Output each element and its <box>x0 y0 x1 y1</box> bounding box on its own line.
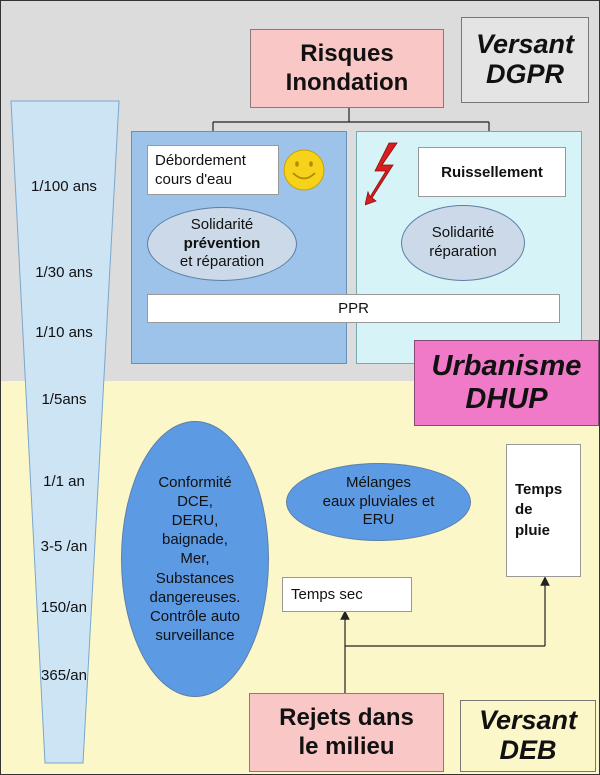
freq-label: 1/1 an <box>43 473 85 490</box>
ruissellement-box: Ruissellement <box>418 147 566 197</box>
prevention-label: prévention <box>183 234 261 252</box>
freq-label: 1/100 ans <box>31 178 97 195</box>
conformite-ellipse: Conformité DCE, DERU, baignade, Mer, Sub… <box>121 421 269 697</box>
freq-label: 1/10 ans <box>35 324 93 341</box>
freq-label: 365/an <box>41 667 87 684</box>
risques-inondation-title: Risques Inondation <box>250 29 444 108</box>
melanges-ellipse: Mélanges eaux pluviales et ERU <box>286 463 471 541</box>
reparation-label: et réparation <box>179 253 265 271</box>
solidarite-label: Solidarité <box>190 215 254 233</box>
temps-pluie-box: Temps de pluie <box>506 444 581 577</box>
lightning-icon <box>365 142 398 206</box>
versant-deb-label: Versant DEB <box>460 700 596 772</box>
urbanisme-dhup-label: Urbanisme DHUP <box>414 340 599 426</box>
versant-dgpr-label: Versant DGPR <box>461 17 589 103</box>
freq-label: 1/30 ans <box>35 264 93 281</box>
freq-label: 1/5ans <box>41 391 87 408</box>
temps-sec-box: Temps sec <box>282 577 412 612</box>
debordement-box: Débordement cours d'eau <box>147 145 279 195</box>
freq-label: 3-5 /an <box>40 538 88 555</box>
smiley-icon <box>283 149 325 191</box>
freq-label: 150/an <box>41 599 87 616</box>
solidarite-reparation-ellipse: Solidarité réparation <box>401 205 525 281</box>
solidarite-prevention-ellipse: Solidarité prévention et réparation <box>147 207 297 281</box>
rejets-milieu-title: Rejets dans le milieu <box>249 693 444 772</box>
ppr-bar: PPR <box>147 294 560 323</box>
